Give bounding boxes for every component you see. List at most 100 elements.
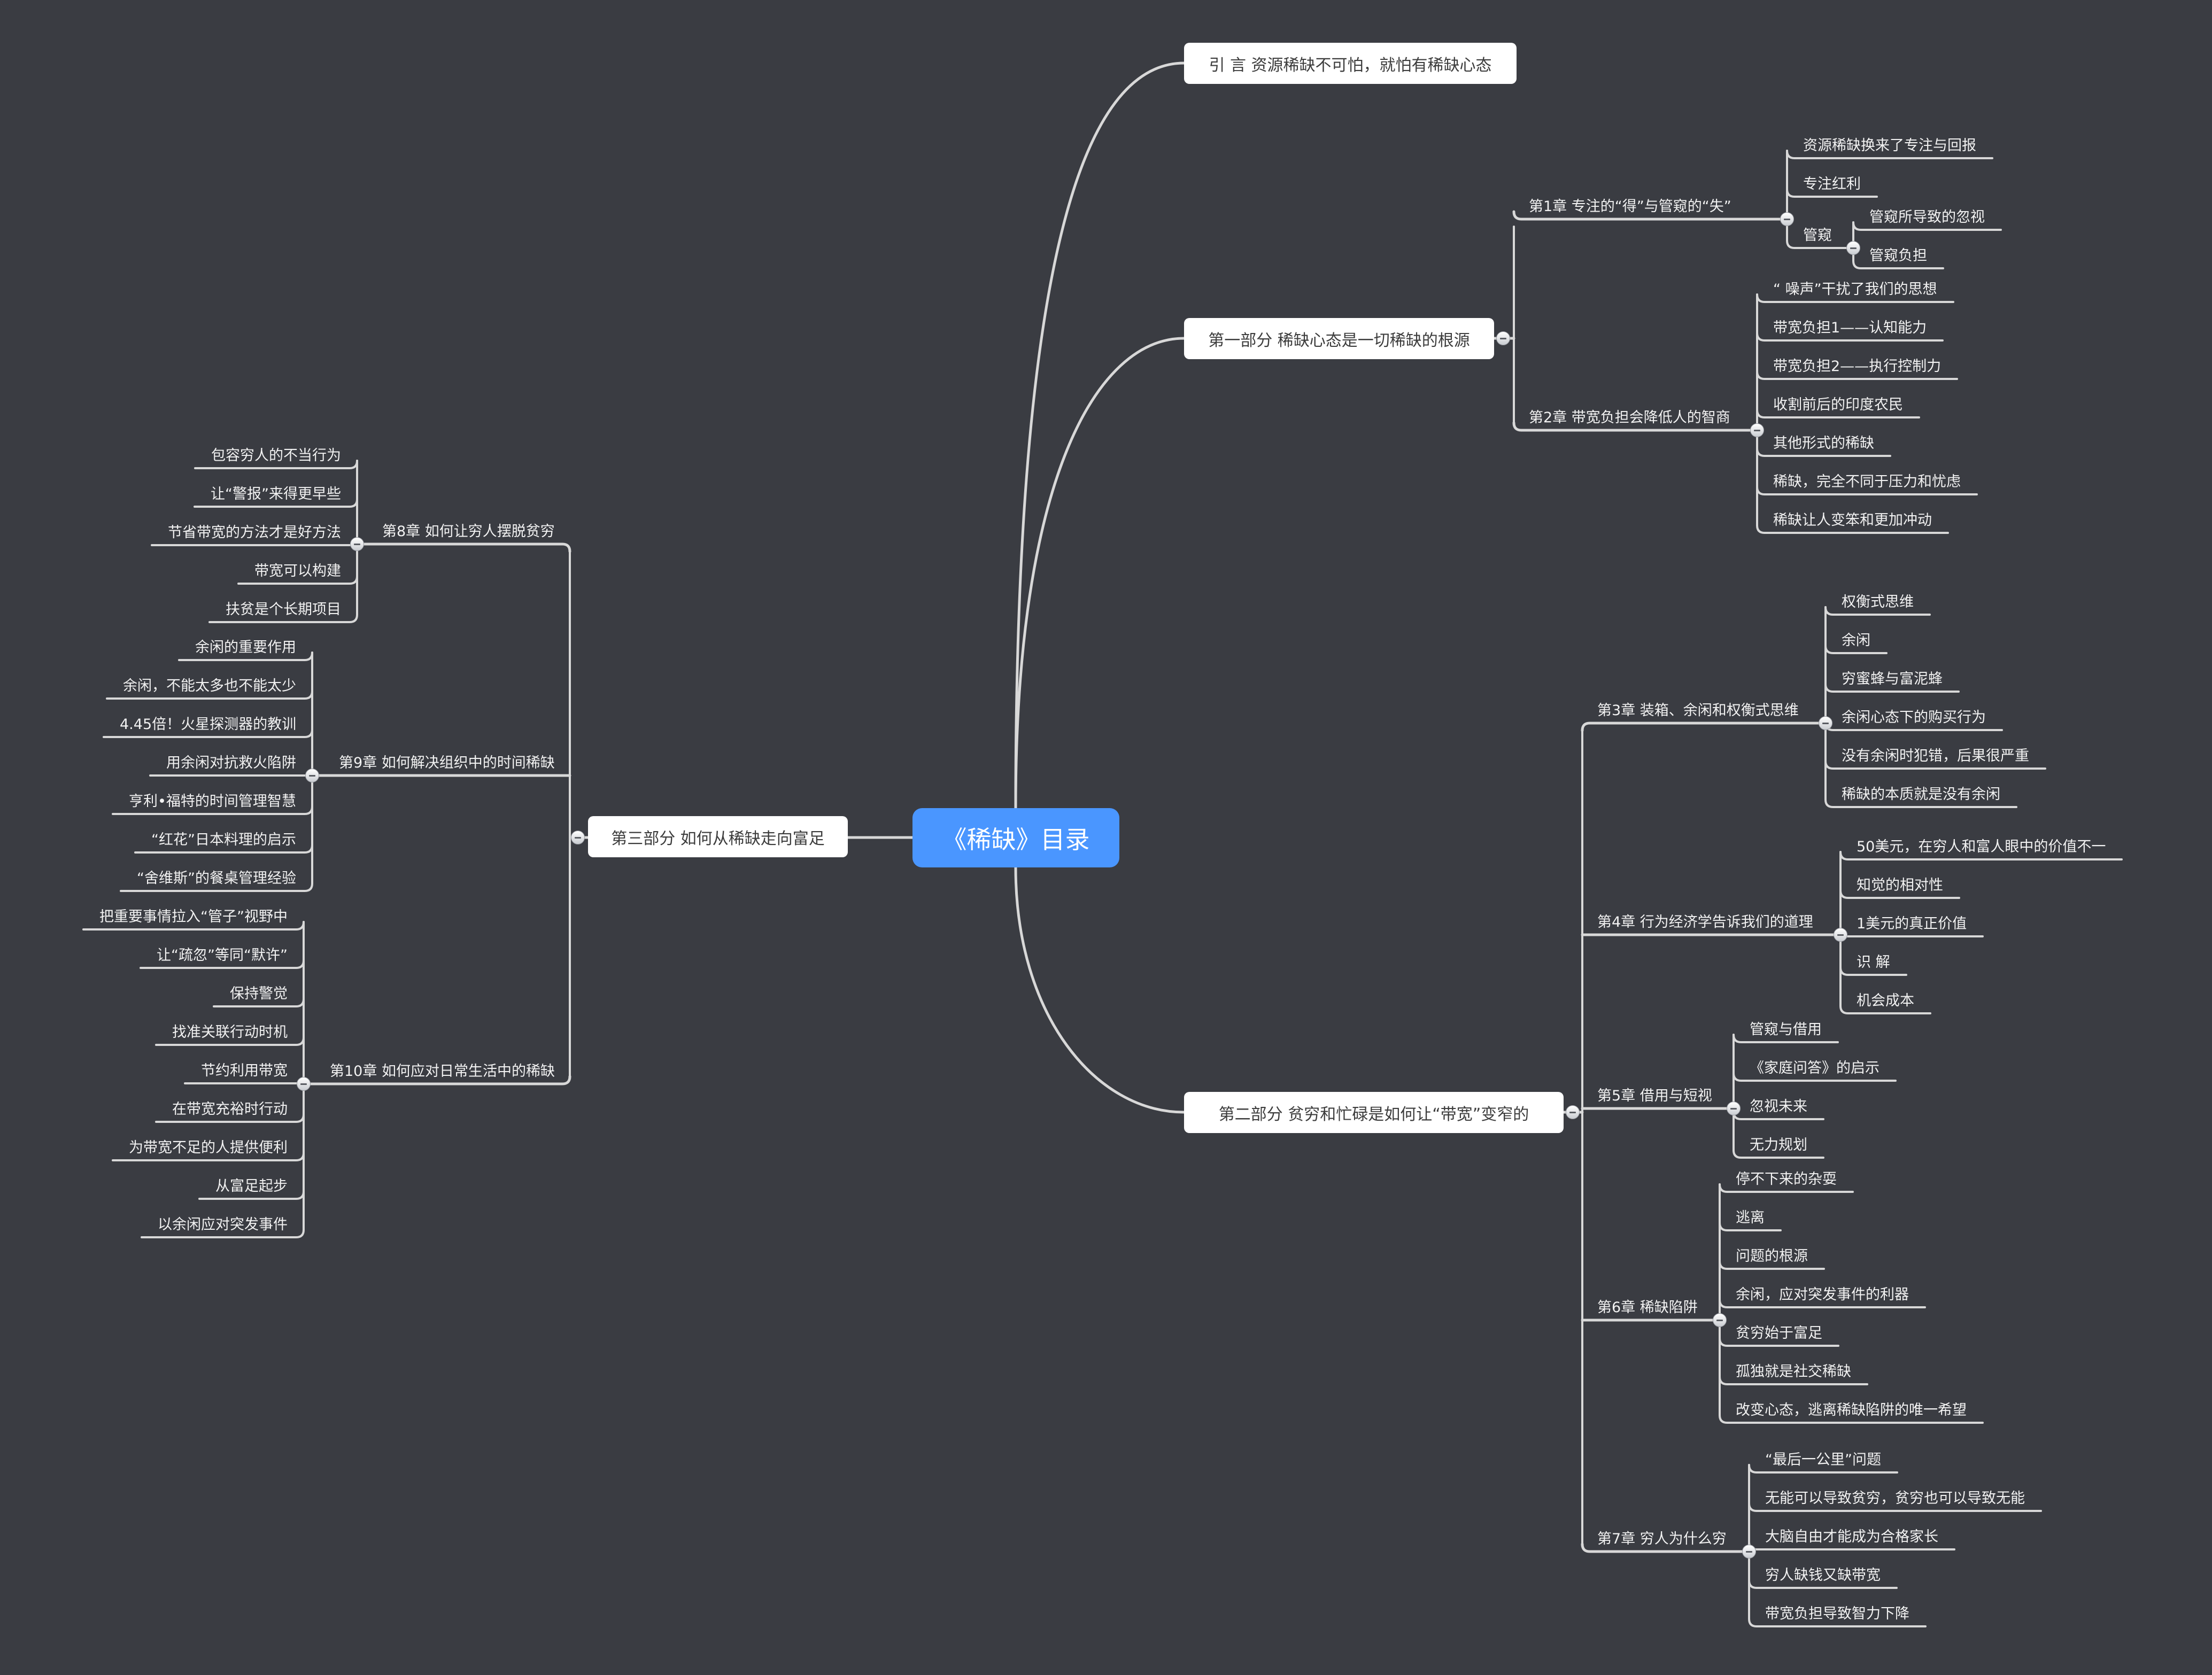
topic-item[interactable]: 管窥 — [1803, 227, 1832, 244]
topic-item[interactable]: 稀缺的本质就是没有余闲 — [1842, 786, 2000, 803]
topic-item[interactable]: “舍维斯”的餐桌管理经验 — [137, 870, 296, 887]
topic-item[interactable]: 余闲，不能太多也不能太少 — [123, 678, 296, 694]
topic-item[interactable]: 余闲的重要作用 — [195, 639, 296, 656]
topic-item[interactable]: 余闲 — [1842, 632, 1870, 649]
topic-item[interactable]: 贫穷始于富足 — [1736, 1325, 1822, 1341]
topic-item[interactable]: 识 解 — [1857, 954, 1890, 971]
root-to-part1-connector — [1014, 337, 1186, 810]
intro-topic[interactable]: 引 言 资源稀缺不可怕，就怕有稀缺心态 — [1184, 43, 1517, 84]
topic-item[interactable]: 问题的根源 — [1736, 1248, 1808, 1265]
topic-item[interactable]: 机会成本 — [1857, 992, 1914, 1009]
topic-item[interactable]: 带宽负担1——认知能力 — [1773, 320, 1927, 336]
topic-item[interactable]: 改变心态，逃离稀缺陷阱的唯一希望 — [1736, 1402, 1967, 1418]
topic-item[interactable]: 收割前后的印度农民 — [1773, 397, 1903, 413]
chapter-topic[interactable]: 第7章 穷人为什么穷 — [1597, 1531, 1727, 1547]
chapter4-collapse-icon[interactable] — [1834, 928, 1847, 942]
chapter7-collapse-icon[interactable] — [1742, 1545, 1756, 1558]
item-connector — [1719, 1414, 1984, 1424]
chapter9-collapse-icon[interactable] — [305, 769, 319, 782]
topic-item[interactable]: 稀缺，完全不同于压力和忧虑 — [1773, 474, 1961, 490]
topic-item[interactable]: 带宽负担2——执行控制力 — [1773, 358, 1942, 375]
topic-item[interactable]: 管窥与借用 — [1750, 1021, 1822, 1038]
topic-item[interactable]: 余闲，应对突发事件的利器 — [1736, 1286, 1909, 1303]
root-to-part2-connector — [1014, 866, 1186, 1114]
chapter-topic[interactable]: 第1章 专注的“得”与管窥的“失” — [1529, 198, 1731, 215]
chapter1-collapse-icon[interactable] — [1780, 212, 1794, 226]
item-connector — [120, 882, 313, 892]
chapter6-collapse-icon[interactable] — [1713, 1313, 1727, 1327]
topic-item[interactable]: 忽视未来 — [1750, 1098, 1807, 1115]
topic-item[interactable]: “ 噪声”干扰了我们的思想 — [1773, 281, 1937, 298]
chapter-topic[interactable]: 第8章 如何让穷人摆脱贫穷 — [382, 523, 555, 540]
topic-item[interactable]: 保持警觉 — [230, 986, 288, 1002]
topic-item[interactable]: 穷人缺钱又缺带宽 — [1765, 1567, 1881, 1584]
topic-item[interactable]: “最后一公里”问题 — [1765, 1452, 1881, 1468]
topic-item[interactable]: 稀缺让人变笨和更加冲动 — [1773, 512, 1932, 529]
chapter-topic[interactable]: 第9章 如何解决组织中的时间稀缺 — [339, 755, 555, 771]
chapter5-collapse-icon[interactable] — [1727, 1102, 1741, 1115]
topic-item[interactable]: 把重要事情拉入“管子”视野中 — [99, 909, 288, 925]
chapter-topic[interactable]: 第10章 如何应对日常生活中的稀缺 — [330, 1063, 555, 1080]
topic-item[interactable]: 为带宽不足的人提供便利 — [129, 1139, 288, 1156]
topic-item[interactable]: 权衡式思维 — [1842, 594, 1914, 610]
chapter8-collapse-icon[interactable] — [350, 537, 364, 551]
topic-item[interactable]: 用余闲对抗救火陷阱 — [166, 755, 296, 771]
topic-item[interactable]: 4.45倍！火星探测器的教训 — [120, 716, 297, 733]
topic-item[interactable]: 其他形式的稀缺 — [1773, 435, 1874, 452]
part1-topic[interactable]: 第一部分 稀缺心态是一切稀缺的根源 — [1184, 318, 1494, 359]
topic-item[interactable]: 管窥负担 — [1869, 247, 1927, 264]
topic-item[interactable]: “红花”日本料理的启示 — [151, 832, 296, 848]
topic-item[interactable]: 管窥所导致的忽视 — [1869, 209, 1985, 226]
chapter-topic[interactable]: 第3章 装箱、余闲和权衡式思维 — [1597, 702, 1799, 719]
topic-item[interactable]: 无能可以导致贫穷，贫穷也可以导致无能 — [1765, 1490, 2025, 1507]
item-connector — [141, 1229, 305, 1238]
topic-item[interactable]: 扶贫是个长期项目 — [226, 601, 341, 618]
topic-item[interactable]: 1美元的真正价值 — [1857, 916, 1967, 932]
topic-item[interactable]: 孤独就是社交稀缺 — [1736, 1363, 1851, 1380]
topic-item[interactable]: 专注红利 — [1803, 176, 1861, 192]
topic-item[interactable]: 找准关联行动时机 — [172, 1024, 288, 1041]
chapter-topic[interactable]: 第4章 行为经济学告诉我们的道理 — [1597, 914, 1813, 930]
topic-item[interactable]: 大脑自由才能成为合格家长 — [1765, 1529, 1938, 1545]
chapter10-collapse-icon[interactable] — [297, 1077, 311, 1091]
topic-item[interactable]: 50美元，在穷人和富人眼中的价值不一 — [1857, 839, 2106, 855]
connector-line — [1581, 722, 1827, 732]
topic-item[interactable]: 无力规划 — [1750, 1137, 1807, 1153]
root-topic[interactable]: 《稀缺》目录 — [912, 808, 1119, 867]
chapter3-collapse-icon[interactable] — [1819, 716, 1832, 730]
topic-item[interactable]: 让“疏忽”等同“默许” — [157, 947, 288, 964]
topic-item[interactable]: 节约利用带宽 — [201, 1063, 288, 1079]
part3-topic[interactable]: 第三部分 如何从稀缺走向富足 — [588, 816, 848, 857]
topic-item[interactable]: 从富足起步 — [215, 1178, 288, 1195]
chapter-topic[interactable]: 第6章 稀缺陷阱 — [1597, 1299, 1698, 1316]
topic-item[interactable]: 穷蜜蜂与富泥蜂 — [1842, 671, 1943, 687]
part2-topic[interactable]: 第二部分 贫穷和忙碌是如何让“带宽”变窄的 — [1184, 1092, 1564, 1133]
root-to-intro-connector — [1014, 61, 1186, 810]
connector-line — [1786, 239, 1854, 249]
part3-collapse-icon[interactable] — [571, 831, 585, 844]
topic-item[interactable]: 以余闲应对突发事件 — [158, 1216, 288, 1233]
topic-item[interactable]: 资源稀缺换来了专注与回报 — [1803, 137, 1976, 154]
topic-item[interactable]: 没有余闲时犯错，后果很严重 — [1842, 748, 2029, 764]
topic-item[interactable]: 包容穷人的不当行为 — [211, 447, 341, 464]
topic-item[interactable]: 余闲心态下的购买行为 — [1842, 709, 1986, 726]
topic-item[interactable]: 知觉的相对性 — [1857, 877, 1943, 894]
topic-item[interactable]: 逃离 — [1736, 1209, 1765, 1226]
topic-item[interactable]: 《家庭问答》的启示 — [1750, 1060, 1880, 1076]
part1-collapse-icon[interactable] — [1496, 331, 1510, 345]
item-connector — [1852, 260, 1944, 269]
chapter-topic[interactable]: 第2章 带宽负担会降低人的智商 — [1529, 409, 1730, 426]
topic-item[interactable]: 亨利•福特的时间管理智慧 — [129, 793, 296, 810]
chapter2-collapse-icon[interactable] — [1750, 423, 1764, 437]
chapter-topic[interactable]: 第5章 借用与短视 — [1597, 1088, 1712, 1104]
topic-item[interactable]: 节省带宽的方法才是好方法 — [168, 524, 341, 541]
topic-item[interactable]: 带宽负担导致智力下降 — [1765, 1606, 1909, 1622]
root-topic-label: 《稀缺》目录 — [942, 825, 1090, 854]
part2-collapse-icon[interactable] — [1566, 1105, 1580, 1119]
topic-item[interactable]: 让“警报”来得更早些 — [211, 486, 341, 502]
topic-item[interactable]: 在带宽充裕时行动 — [172, 1101, 288, 1118]
topic-item[interactable]: 停不下来的杂耍 — [1736, 1171, 1837, 1188]
guankui-collapse-icon[interactable] — [1846, 241, 1860, 255]
topic-item[interactable]: 带宽可以构建 — [254, 563, 341, 579]
connector-line — [1581, 1542, 1751, 1553]
